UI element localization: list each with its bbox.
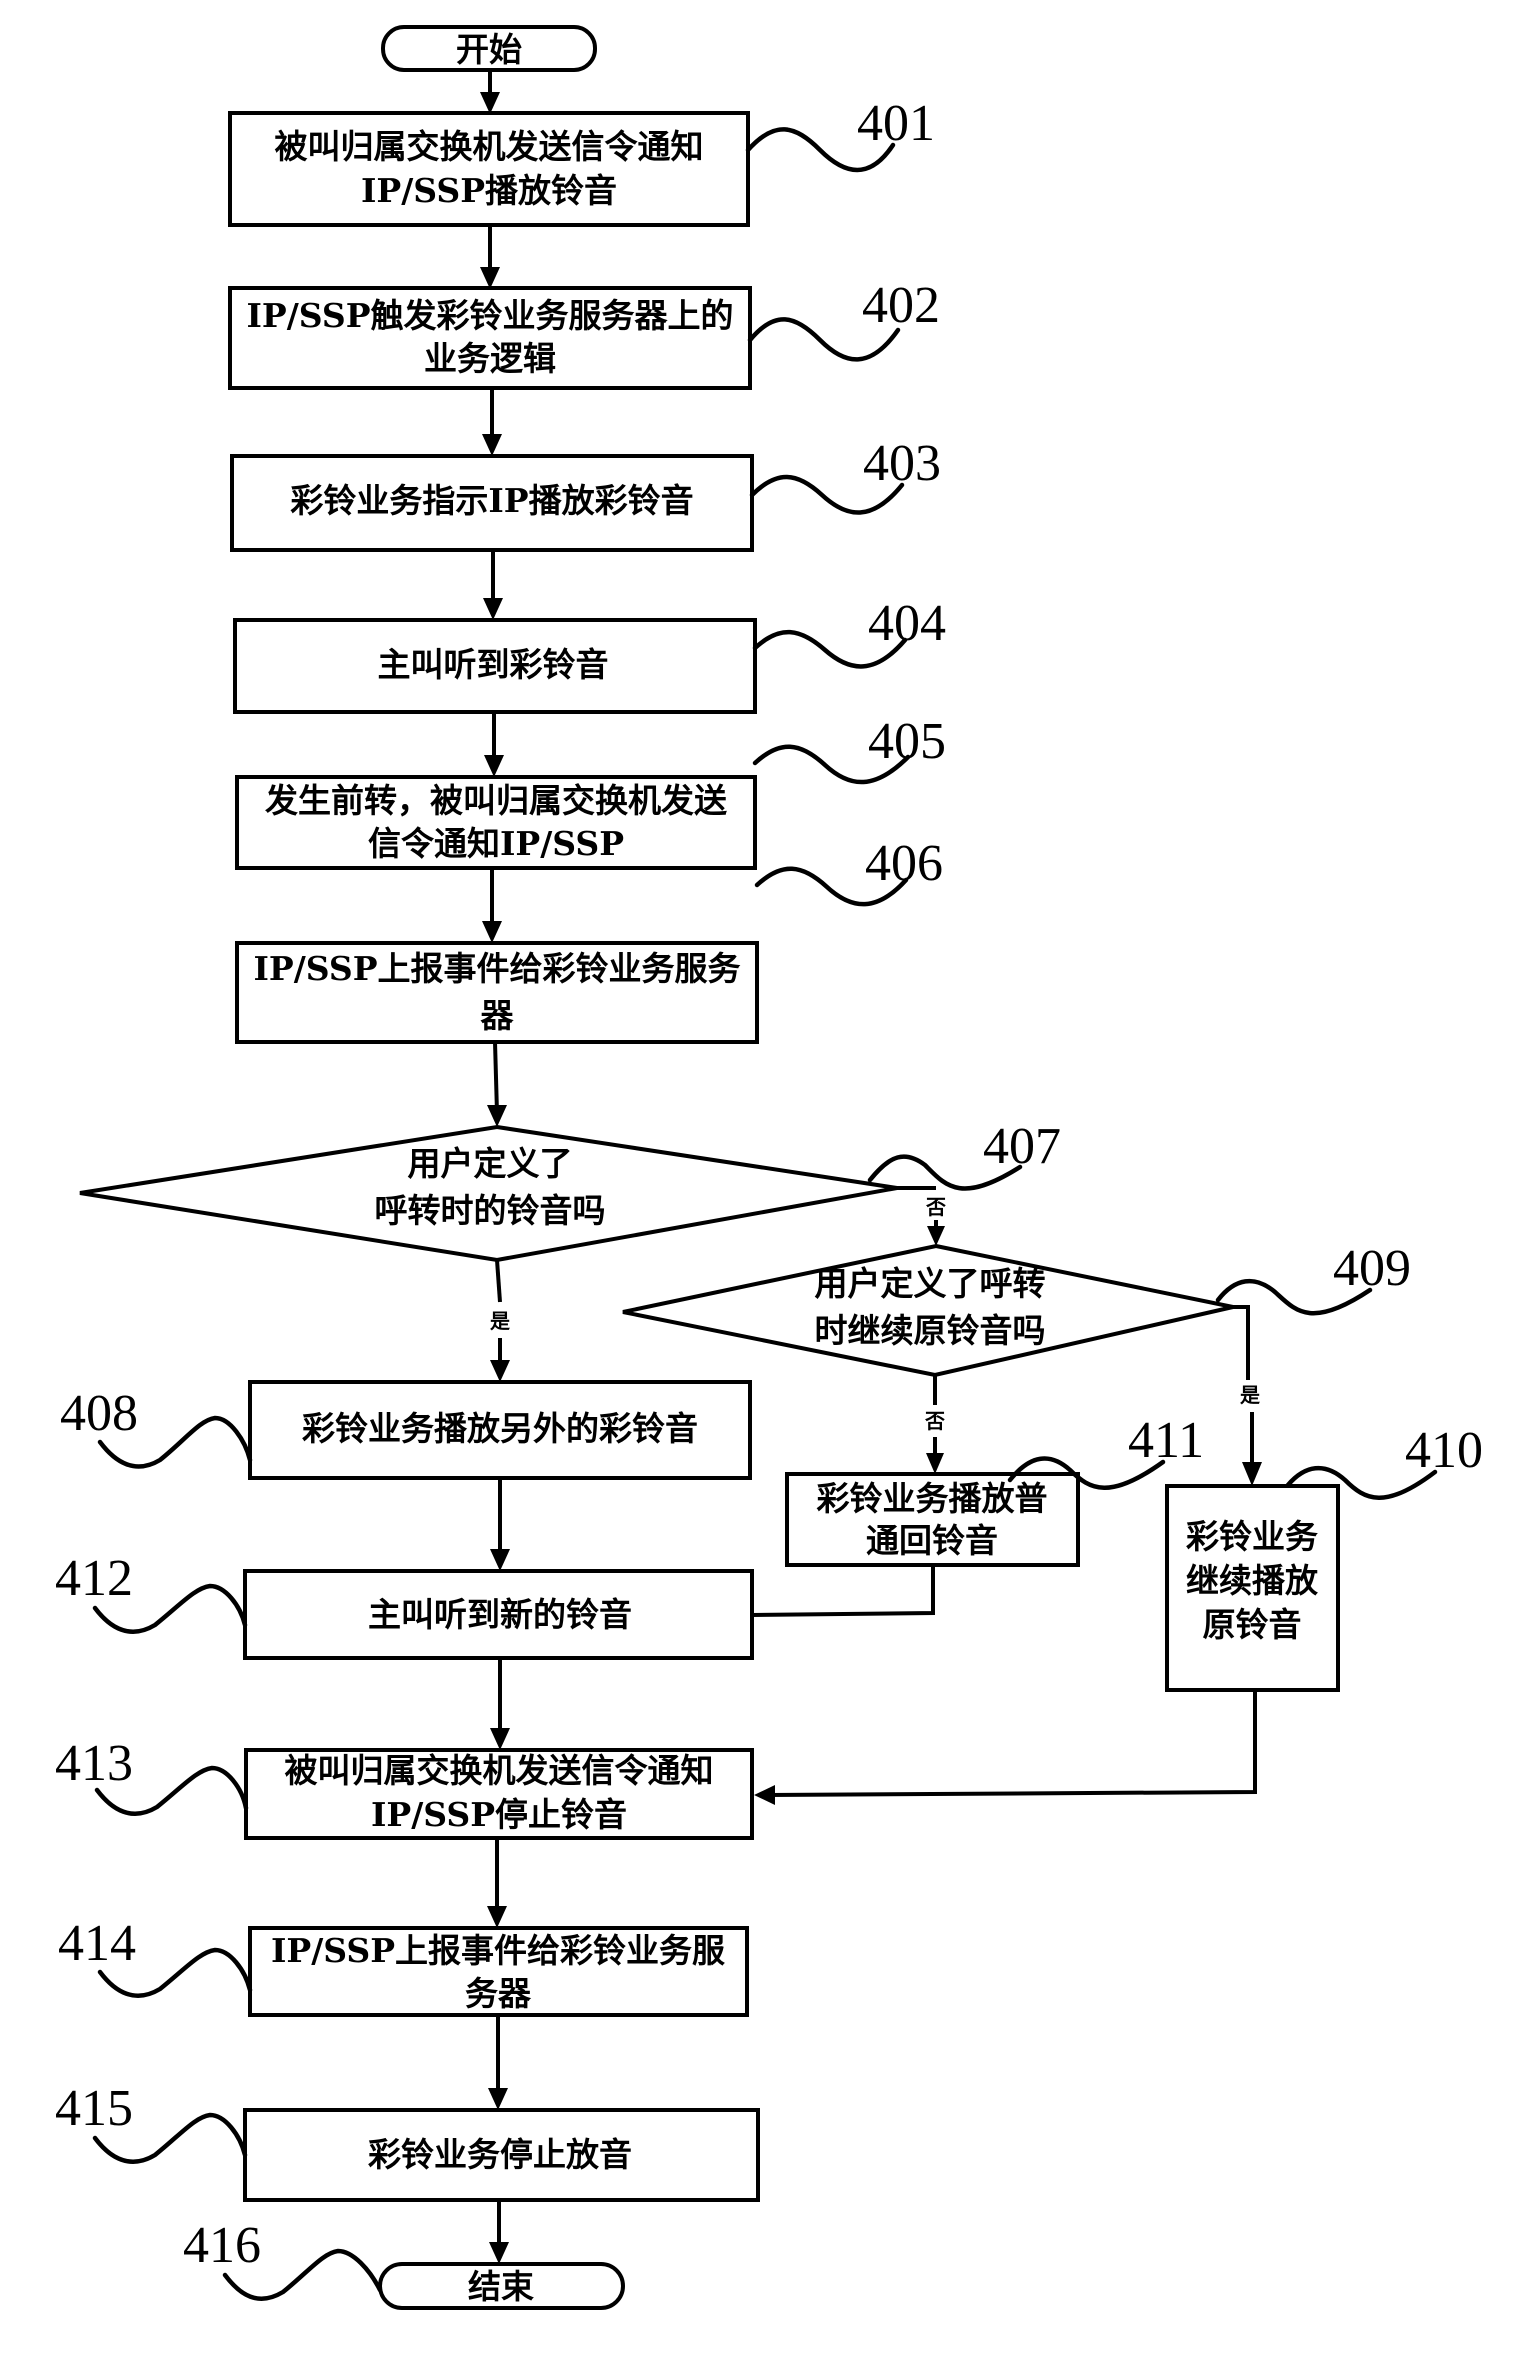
arrowhead-icon — [487, 1906, 507, 1928]
step-text-line: 被叫归属交换机发送信令通知 — [285, 1751, 714, 1790]
arrowhead-icon — [484, 755, 504, 777]
connector-411-412 — [752, 1565, 933, 1615]
ref-410: 410 — [1405, 1422, 1483, 1479]
step-text-line: IP/SSP上报事件给彩铃业务服务 — [253, 949, 740, 988]
arrowhead-icon — [489, 2242, 509, 2264]
step-402: IP/SSP触发彩铃业务服务器上的 业务逻辑 — [230, 288, 750, 388]
end-label: 结束 — [468, 2267, 534, 2306]
step-text-line: IP/SSP上报事件给彩铃业务服 — [271, 1931, 725, 1970]
arrowhead-icon — [483, 598, 503, 620]
step-414: IP/SSP上报事件给彩铃业务服 务器 — [250, 1928, 747, 2015]
ref-405: 405 — [868, 713, 946, 770]
step-text-line: IP/SSP触发彩铃业务服务器上的 — [246, 296, 733, 335]
ref-403: 403 — [863, 435, 941, 492]
step-412: 主叫听到新的铃音 — [245, 1571, 752, 1658]
arrowhead-icon — [926, 1453, 944, 1474]
step-text-line: 信令通知IP/SSP — [368, 824, 624, 863]
step-408: 彩铃业务播放另外的彩铃音 — [250, 1382, 750, 1478]
connector-410-413 — [768, 1690, 1255, 1795]
step-415: 彩铃业务停止放音 — [245, 2110, 758, 2200]
arrowhead-icon — [480, 92, 500, 114]
step-401: 被叫归属交换机发送信令通知 IP/SSP播放铃音 — [230, 113, 748, 225]
ref-404: 404 — [868, 595, 946, 652]
ref-402: 402 — [862, 277, 940, 334]
connector-406-407 — [495, 1042, 497, 1113]
step-text-line: 器 — [481, 996, 515, 1035]
ref-411: 411 — [1128, 1412, 1204, 1469]
step-text-line: 彩铃业务播放普 — [817, 1479, 1048, 1518]
arrowhead-icon — [482, 921, 502, 943]
decision-text-line: 呼转时的铃音吗 — [375, 1191, 606, 1230]
step-text-line: 被叫归属交换机发送信令通知 — [275, 127, 704, 166]
arrowhead-icon — [490, 1360, 510, 1382]
decision-text-line: 时继续原铃音吗 — [815, 1311, 1046, 1350]
end-terminator: 结束 — [380, 2264, 623, 2308]
arrowhead-icon — [488, 2088, 508, 2110]
step-text-line: 业务逻辑 — [424, 339, 556, 378]
connector-407-yes — [497, 1260, 500, 1302]
start-label: 开始 — [456, 30, 522, 69]
start-terminator: 开始 — [383, 27, 595, 70]
step-text-line: IP/SSP停止铃音 — [371, 1795, 627, 1834]
arrowhead-icon — [754, 1785, 775, 1805]
yes-label: 是 — [1239, 1383, 1260, 1407]
step-410: 彩铃业务 继续播放 原铃音 — [1167, 1486, 1338, 1690]
ref-415: 415 — [55, 2080, 133, 2137]
step-405: 发生前转，被叫归属交换机发送 信令通知IP/SSP — [237, 777, 755, 868]
connector-409-yes — [1233, 1307, 1248, 1380]
step-text-line: 务器 — [465, 1974, 532, 2013]
arrowhead-icon — [1242, 1462, 1262, 1486]
step-text-line: 彩铃业务指示IP播放彩铃音 — [290, 481, 693, 520]
decision-text-line: 用户定义了 — [408, 1144, 573, 1183]
step-413: 被叫归属交换机发送信令通知 IP/SSP停止铃音 — [246, 1750, 752, 1838]
step-text-line: 主叫听到彩铃音 — [378, 645, 609, 684]
arrowhead-icon — [490, 1549, 510, 1571]
ref-408: 408 — [60, 1385, 138, 1442]
ref-416: 416 — [183, 2217, 261, 2274]
no-label: 否 — [924, 1409, 945, 1433]
arrowhead-icon — [480, 267, 500, 289]
arrowhead-icon — [927, 1226, 945, 1246]
step-text-line: 发生前转，被叫归属交换机发送 — [265, 781, 727, 820]
decision-text-line: 用户定义了呼转 — [815, 1264, 1046, 1303]
step-text-line: 彩铃业务 — [1186, 1517, 1318, 1556]
step-text-line: 原铃音 — [1203, 1605, 1302, 1644]
step-text-line: IP/SSP播放铃音 — [361, 171, 617, 210]
ref-413: 413 — [55, 1735, 133, 1792]
ref-409: 409 — [1333, 1240, 1411, 1297]
step-text-line: 继续播放 — [1186, 1561, 1319, 1600]
step-text-line: 彩铃业务播放另外的彩铃音 — [302, 1409, 698, 1448]
step-text-line: 彩铃业务停止放音 — [368, 2135, 632, 2174]
ref-407: 407 — [983, 1118, 1061, 1175]
arrowhead-icon — [482, 434, 502, 456]
ref-414: 414 — [58, 1915, 136, 1972]
step-text-line: 主叫听到新的铃音 — [368, 1595, 632, 1634]
step-406: IP/SSP上报事件给彩铃业务服务 器 — [237, 943, 757, 1042]
arrowhead-icon — [487, 1105, 507, 1127]
ref-406: 406 — [865, 835, 943, 892]
arrowhead-icon — [490, 1728, 510, 1750]
step-404: 主叫听到彩铃音 — [235, 620, 755, 712]
step-text-line: 通回铃音 — [866, 1521, 998, 1560]
no-label: 否 — [925, 1195, 946, 1219]
yes-label: 是 — [489, 1309, 510, 1333]
ref-401: 401 — [857, 95, 935, 152]
step-403: 彩铃业务指示IP播放彩铃音 — [232, 456, 752, 550]
step-411: 彩铃业务播放普 通回铃音 — [787, 1474, 1078, 1565]
ref-412: 412 — [55, 1550, 133, 1607]
